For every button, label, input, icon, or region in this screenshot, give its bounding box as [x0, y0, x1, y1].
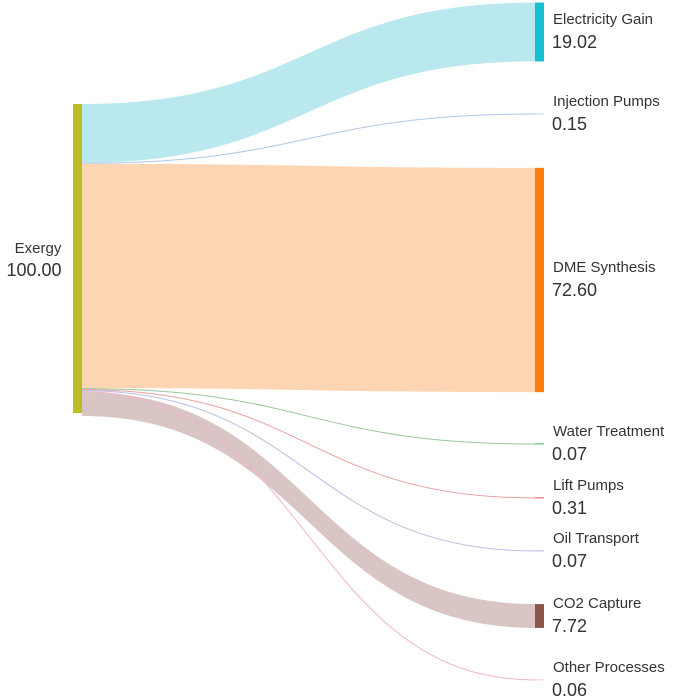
- node-exergy: [73, 104, 82, 413]
- link-injection-pumps: [81, 113, 536, 164]
- source-name: Exergy: [15, 240, 62, 257]
- node-oil-transport: [535, 550, 544, 552]
- label-water-treatment-name: Water Treatment: [553, 423, 665, 440]
- label-injection-pumps-value: 0.15: [552, 114, 587, 134]
- source-label: Exergy 100.00: [6, 240, 61, 280]
- source-value: 100.00: [6, 260, 61, 280]
- label-injection-pumps-name: Injection Pumps: [553, 93, 660, 110]
- label-electricity-gain-name: Electricity Gain: [553, 11, 653, 28]
- link-electricity-gain: [82, 2, 535, 163]
- label-dme-synthesis-name: DME Synthesis: [553, 259, 656, 276]
- label-oil-transport-value: 0.07: [552, 551, 587, 571]
- node-water-treatment: [535, 443, 544, 445]
- sankey-links: [81, 2, 536, 681]
- node-injection-pumps: [535, 113, 544, 115]
- label-other-processes-value: 0.06: [552, 680, 587, 700]
- label-oil-transport-name: Oil Transport: [553, 530, 640, 547]
- node-other-processes: [535, 679, 544, 681]
- label-other-processes-name: Other Processes: [553, 659, 665, 676]
- link-oil-transport: [81, 390, 536, 552]
- link-water-treatment: [81, 388, 536, 445]
- link-other-processes: [81, 391, 536, 681]
- link-co2-capture: [82, 392, 535, 628]
- node-electricity-gain: [535, 2, 544, 62]
- node-lift-pumps: [535, 497, 544, 499]
- label-dme-synthesis-value: 72.60: [552, 280, 597, 300]
- label-water-treatment-value: 0.07: [552, 444, 587, 464]
- node-dme-synthesis: [535, 167, 544, 393]
- label-co2-capture-name: CO2 Capture: [553, 595, 641, 612]
- label-electricity-gain-value: 19.02: [552, 32, 597, 52]
- sankey-nodes: [73, 2, 544, 681]
- link-lift-pumps: [81, 389, 536, 499]
- label-lift-pumps-value: 0.31: [552, 498, 587, 518]
- label-co2-capture-value: 7.72: [552, 616, 587, 636]
- node-co2-capture: [535, 604, 544, 628]
- link-dme-synthesis: [82, 163, 535, 393]
- label-lift-pumps-name: Lift Pumps: [553, 477, 624, 494]
